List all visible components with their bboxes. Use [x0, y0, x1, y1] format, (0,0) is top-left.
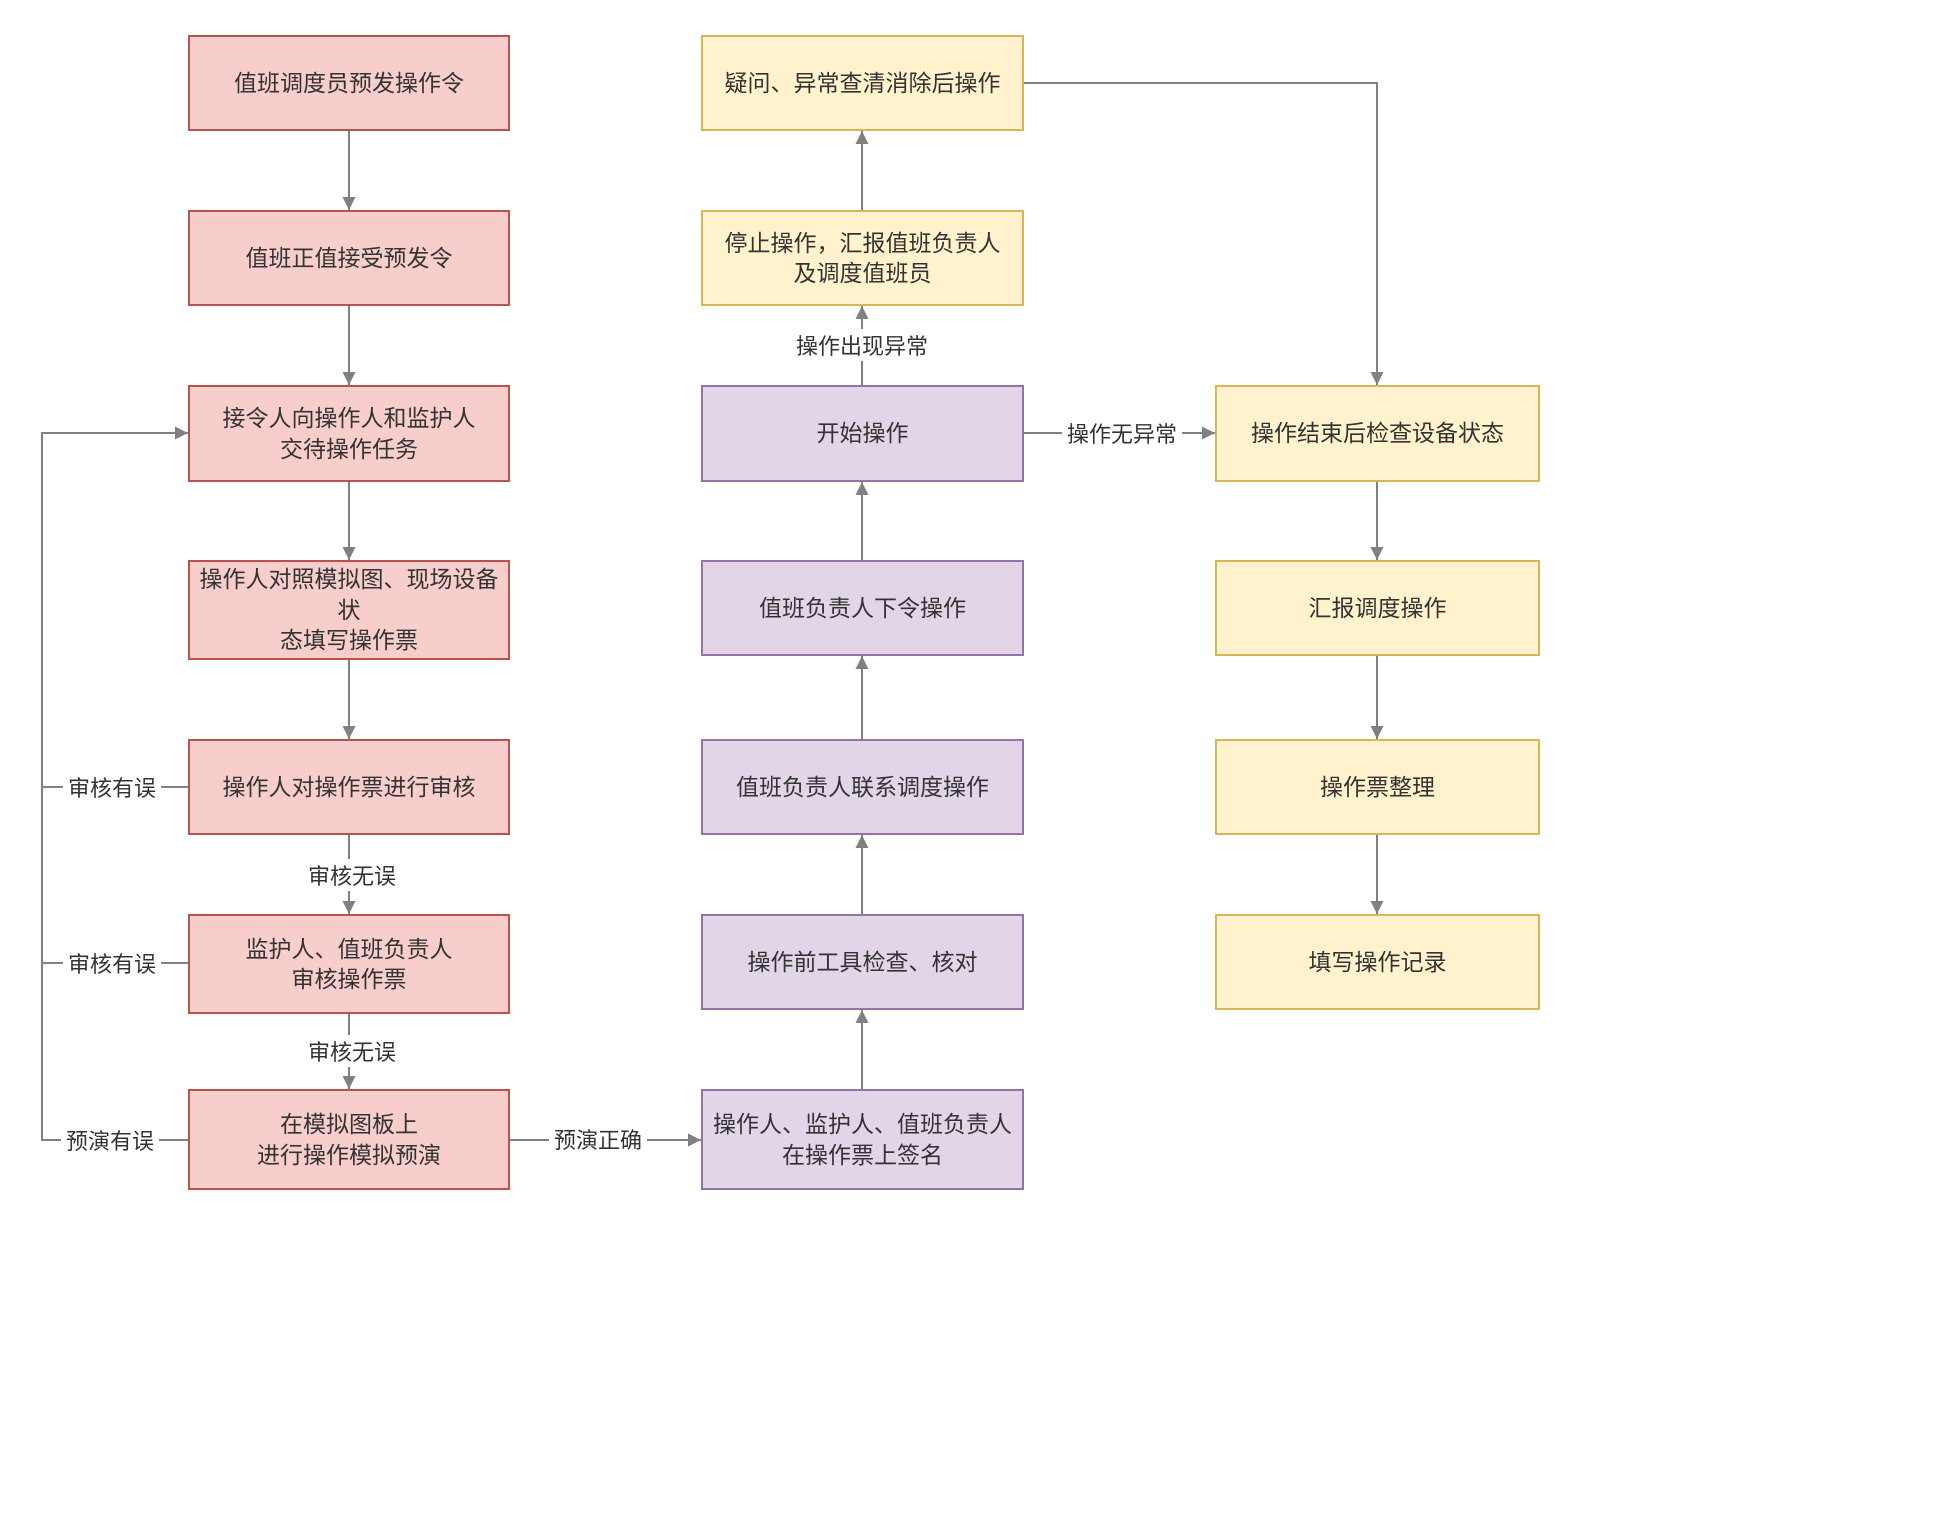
node-pre-issue-order-label: 值班调度员预发操作令: [234, 69, 464, 96]
node-guardian-review: 监护人、值班负责人 审核操作票: [188, 914, 510, 1014]
edge-label-rehearsal-error: 预演有误: [60, 1124, 160, 1156]
node-resolve-abnormal: 疑问、异常查清消除后操作: [701, 35, 1024, 131]
node-resolve-abnormal-label: 疑问、异常查清消除后操作: [724, 69, 1001, 96]
arrow-resolve-to-check: [1024, 82, 1384, 385]
node-organize-ticket-label: 操作票整理: [1320, 773, 1435, 800]
node-assign-task-label: 接令人向操作人和监护人 交待操作任务: [222, 405, 476, 462]
edge-label-review-error-2: 审核有误: [62, 947, 162, 979]
node-contact-dispatch: 值班负责人联系调度操作: [701, 739, 1024, 835]
node-assign-task: 接令人向操作人和监护人 交待操作任务: [188, 385, 510, 482]
node-start-operation-label: 开始操作: [816, 420, 909, 447]
node-operator-review: 操作人对操作票进行审核: [188, 739, 510, 835]
edge-label-no-abnormal: 操作无异常: [1061, 417, 1183, 449]
node-fill-ticket-label: 操作人对照模拟图、现场设备状 态填写操作票: [199, 566, 499, 654]
node-write-record-label: 填写操作记录: [1308, 948, 1447, 975]
node-write-record: 填写操作记录: [1215, 914, 1540, 1010]
edge-label-rehearsal-ok: 预演正确: [548, 1123, 648, 1155]
node-guardian-review-label: 监护人、值班负责人 审核操作票: [245, 935, 453, 992]
node-tool-check: 操作前工具检查、核对: [701, 914, 1024, 1010]
edge-label-review-ok-1: 审核无误: [302, 859, 402, 891]
node-simulate-rehearsal-label: 在模拟图板上 进行操作模拟预演: [257, 1111, 441, 1168]
edge-label-review-ok-2: 审核无误: [302, 1035, 402, 1067]
node-accept-pre-order-label: 值班正值接受预发令: [245, 244, 453, 271]
node-stop-report: 停止操作，汇报值班负责人 及调度值班员: [701, 210, 1024, 306]
node-simulate-rehearsal: 在模拟图板上 进行操作模拟预演: [188, 1089, 510, 1190]
node-check-equipment-label: 操作结束后检查设备状态: [1251, 420, 1504, 447]
node-check-equipment: 操作结束后检查设备状态: [1215, 385, 1540, 482]
edge-label-abnormal: 操作出现异常: [790, 329, 934, 361]
node-start-operation: 开始操作: [701, 385, 1024, 482]
node-fill-ticket: 操作人对照模拟图、现场设备状 态填写操作票: [188, 560, 510, 660]
node-contact-dispatch-label: 值班负责人联系调度操作: [736, 773, 989, 800]
node-sign-ticket-label: 操作人、监护人、值班负责人 在操作票上签名: [713, 1111, 1012, 1168]
node-sign-ticket: 操作人、监护人、值班负责人 在操作票上签名: [701, 1089, 1024, 1190]
node-tool-check-label: 操作前工具检查、核对: [747, 948, 978, 975]
node-order-operation: 值班负责人下令操作: [701, 560, 1024, 656]
node-accept-pre-order: 值班正值接受预发令: [188, 210, 510, 306]
node-order-operation-label: 值班负责人下令操作: [759, 594, 966, 621]
node-report-dispatch-label: 汇报调度操作: [1308, 594, 1447, 621]
node-pre-issue-order: 值班调度员预发操作令: [188, 35, 510, 131]
node-stop-report-label: 停止操作，汇报值班负责人 及调度值班员: [724, 229, 1001, 286]
edge-label-review-error-1: 审核有误: [62, 771, 162, 803]
node-organize-ticket: 操作票整理: [1215, 739, 1540, 835]
node-operator-review-label: 操作人对操作票进行审核: [222, 773, 476, 800]
node-report-dispatch: 汇报调度操作: [1215, 560, 1540, 656]
